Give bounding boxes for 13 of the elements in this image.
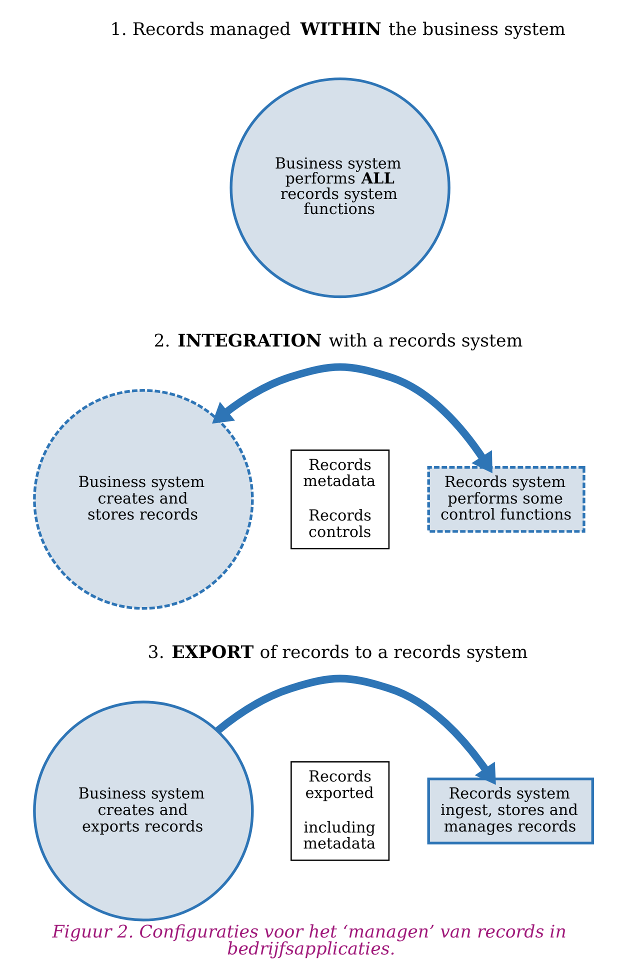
arrow — [214, 674, 496, 785]
node-circle: Business system performs ALL records system functions — [229, 77, 450, 298]
node-circle: Business system creates and exports records — [32, 700, 254, 922]
node-circle: Business system creates and stores records — [32, 389, 254, 610]
node-box: Records system ingest, stores and manages records — [426, 778, 594, 844]
node-box: Records metadata Records controls — [290, 450, 390, 550]
node-box: Records system performs some control functions — [426, 466, 585, 533]
node-box: Records exported including metadata — [290, 761, 390, 861]
label: 2. INTEGRATION with a records system — [153, 332, 522, 352]
caption: Figuur 2. Configuraties voor het ‘managen’ van records in bedrijfsapplicaties. — [52, 922, 566, 960]
label: 3. EXPORT of records to a records system — [147, 643, 528, 664]
label: 1. Records managed WITHIN the business system — [110, 20, 565, 40]
arrow — [212, 363, 492, 474]
